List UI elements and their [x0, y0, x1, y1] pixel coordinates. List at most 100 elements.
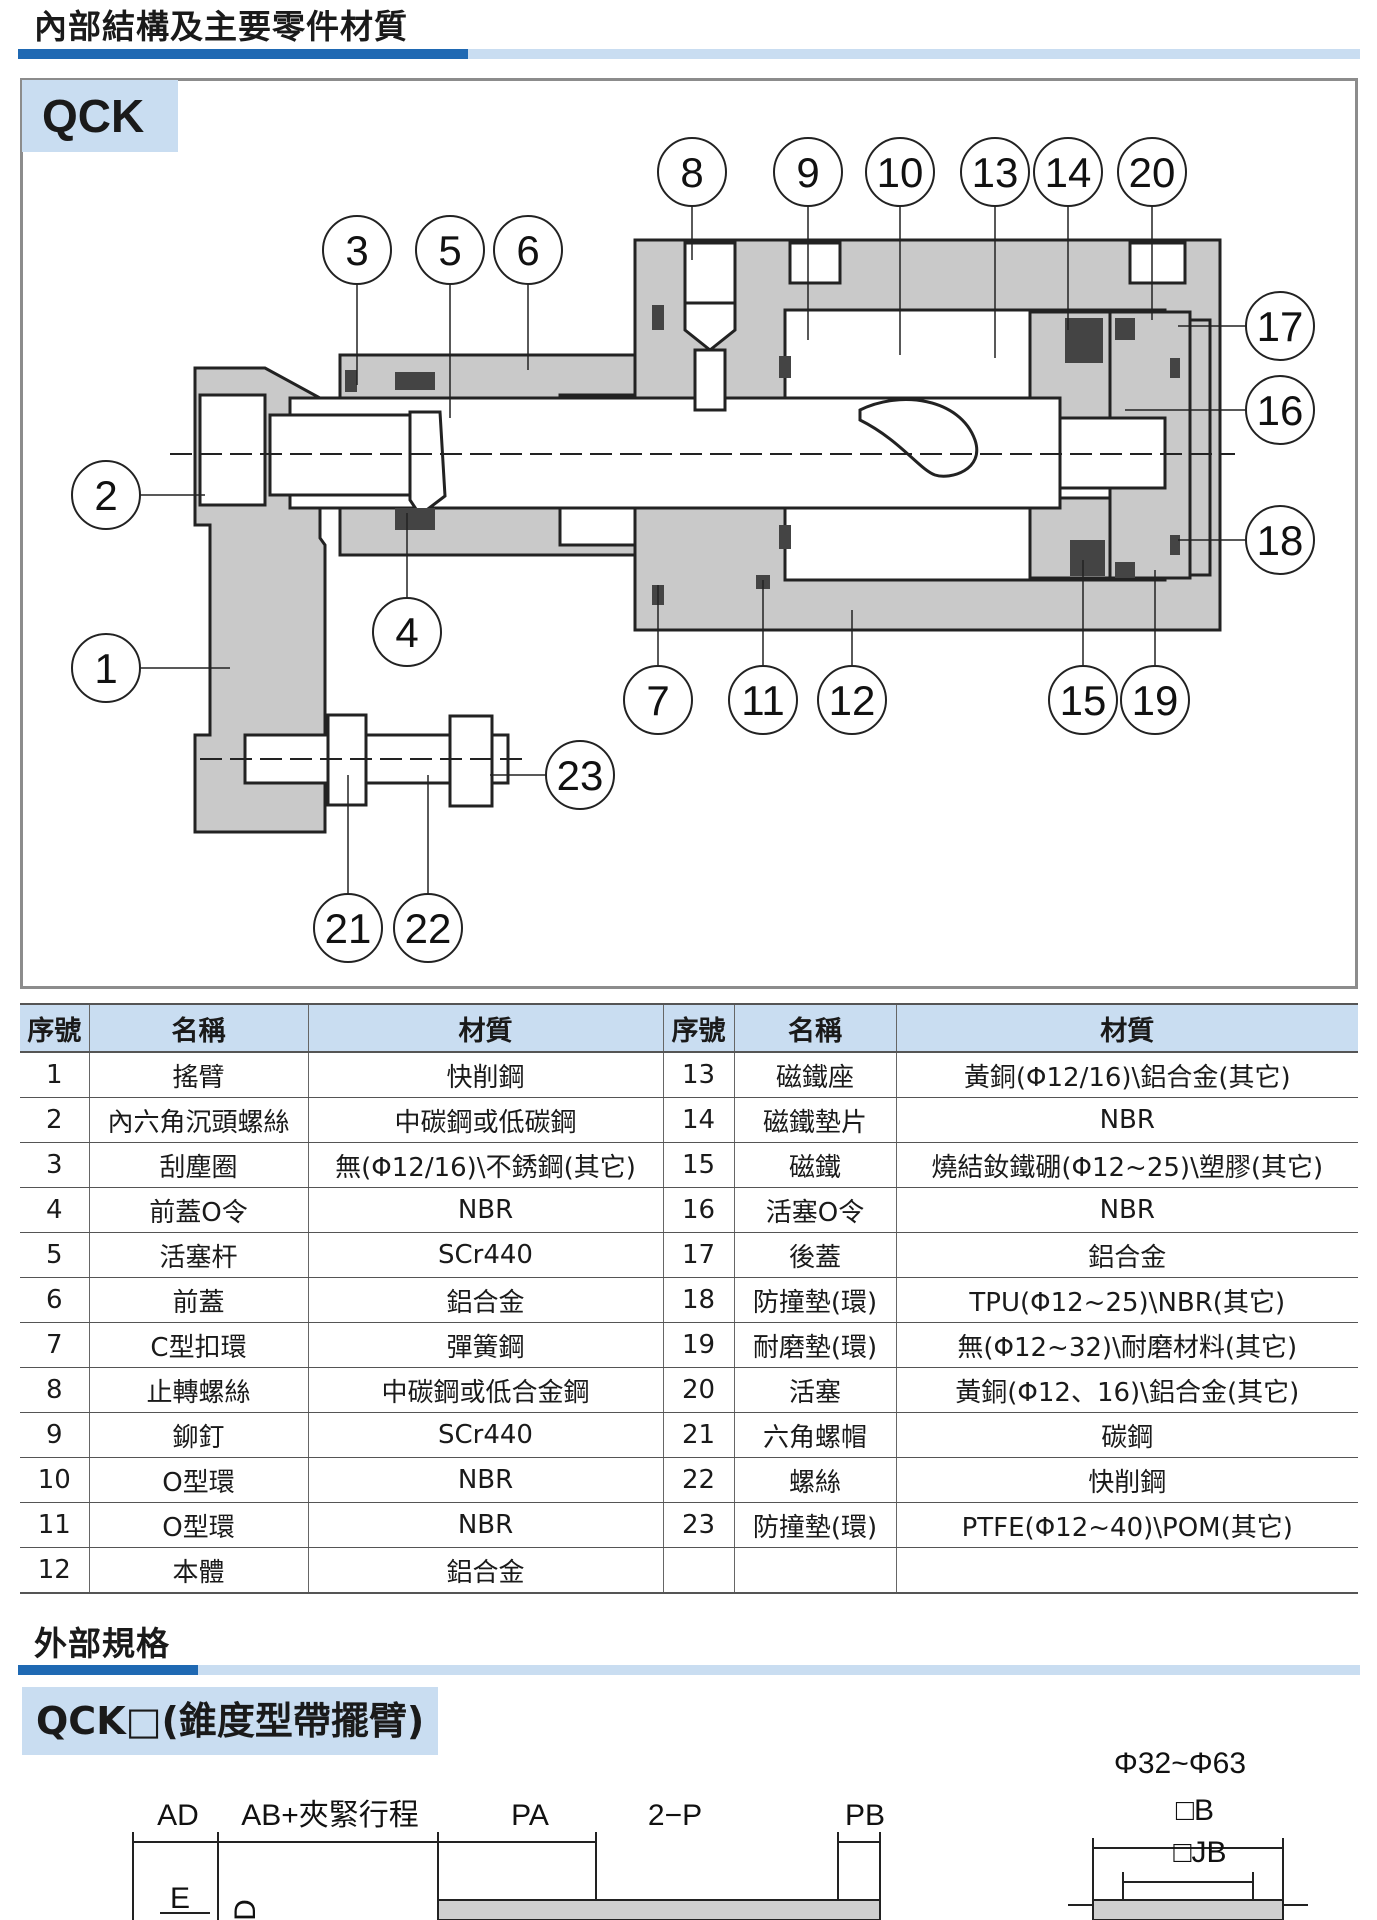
dim-label-pb: PB [845, 1799, 885, 1832]
rivet-2 [1128, 241, 1187, 285]
callout-1: 1 [94, 645, 117, 692]
cell-name-2: 活塞 [733, 1367, 896, 1413]
callout-4: 4 [395, 609, 418, 656]
callout-22: 22 [405, 905, 452, 952]
cell-no-2: 23 [662, 1502, 734, 1548]
cell-name: 搖臂 [88, 1052, 308, 1098]
callout-18: 18 [1257, 517, 1304, 564]
cell-name: 前蓋 [88, 1277, 308, 1323]
cell-material: 無(Φ12/16)\不銹鋼(其它) [307, 1142, 663, 1188]
table-header-row: 序號 名稱 材質 序號 名稱 材質 [20, 1003, 1358, 1053]
cell-name: 本體 [88, 1547, 308, 1594]
callout-10: 10 [877, 149, 924, 196]
dim-label-pa: PA [511, 1799, 549, 1832]
bumper [448, 714, 494, 808]
header-name: 名稱 [88, 1003, 308, 1053]
cell-name: 鉚釘 [88, 1412, 308, 1458]
callout-7: 7 [646, 677, 669, 724]
cell-no: 4 [20, 1187, 89, 1233]
cell-no: 9 [20, 1412, 89, 1458]
header-material: 材質 [307, 1003, 663, 1053]
cell-material: 快削鋼 [307, 1052, 663, 1098]
cell-name-2: 活塞O令 [733, 1187, 896, 1233]
section-title-external: 外部規格 [34, 1624, 170, 1663]
cell-material-2: 快削鋼 [895, 1457, 1358, 1503]
callout-9: 9 [796, 149, 819, 196]
dim-label-ab: AB+夾緊行程 [241, 1799, 419, 1832]
cell-name-2: 後蓋 [733, 1232, 896, 1278]
cell-material-2: 鋁合金 [895, 1232, 1358, 1278]
cell-material: NBR [307, 1187, 663, 1233]
section-divider [18, 49, 1360, 59]
cell-material: 中碳鋼或低碳鋼 [307, 1097, 663, 1143]
cell-material-2: NBR [895, 1187, 1358, 1233]
rod-taper [408, 410, 447, 518]
anti-rotation-screw [683, 241, 737, 305]
cell-material: 彈簧鋼 [307, 1322, 663, 1368]
rod-groove [858, 398, 979, 478]
cell-no-2 [662, 1547, 734, 1594]
range-label: Φ32~Φ63 [1114, 1750, 1246, 1780]
cell-no: 1 [20, 1052, 89, 1098]
cell-name-2 [733, 1547, 896, 1594]
cell-no: 5 [20, 1232, 89, 1278]
dim-label-2p: 2−P [648, 1799, 702, 1832]
callout-19: 19 [1132, 677, 1179, 724]
callout-11: 11 [741, 677, 785, 724]
callout-13: 13 [972, 149, 1019, 196]
callout-21: 21 [325, 905, 372, 952]
section-title-internal: 內部結構及主要零件材質 [34, 7, 408, 46]
cell-material-2: TPU(Φ12~25)\NBR(其它) [895, 1277, 1358, 1323]
cell-name-2: 磁鐵 [733, 1142, 896, 1188]
cell-name: C型扣環 [88, 1322, 308, 1368]
callout-17: 17 [1257, 303, 1304, 350]
callout-16: 16 [1257, 387, 1304, 434]
cell-name: O型環 [88, 1457, 308, 1503]
cell-name: 刮塵圈 [88, 1142, 308, 1188]
dim-label-ad: AD [157, 1799, 199, 1832]
callout-6: 6 [516, 227, 539, 274]
cell-name: O型環 [88, 1502, 308, 1548]
cell-name-2: 六角螺帽 [733, 1412, 896, 1458]
cell-no: 7 [20, 1322, 89, 1368]
rear-end-plate [1188, 318, 1212, 577]
cell-no-2: 15 [662, 1142, 734, 1188]
cell-material: NBR [307, 1502, 663, 1548]
cell-material-2: 無(Φ12~32)\耐磨材料(其它) [895, 1322, 1358, 1368]
dim-label-b: □B [1176, 1794, 1214, 1827]
model-tag: QCK [22, 80, 179, 152]
callout-14: 14 [1045, 149, 1092, 196]
cell-name-2: 螺絲 [733, 1457, 896, 1503]
cell-name: 止轉螺絲 [88, 1367, 308, 1413]
cell-no: 11 [20, 1502, 89, 1548]
cell-no-2: 21 [662, 1412, 734, 1458]
cell-name: 內六角沉頭螺絲 [88, 1097, 308, 1143]
cell-material: 鋁合金 [307, 1547, 663, 1594]
cell-name: 活塞杆 [88, 1232, 308, 1278]
cell-material: 中碳鋼或低合金鋼 [307, 1367, 663, 1413]
header-no-2: 序號 [662, 1003, 734, 1053]
cell-material-2: 黃銅(Φ12/16)\鋁合金(其它) [895, 1052, 1358, 1098]
cell-name-2: 磁鐵墊片 [733, 1097, 896, 1143]
dim-label-jb: □JB [1173, 1836, 1226, 1869]
callout-23: 23 [557, 752, 604, 799]
cell-no: 12 [20, 1547, 89, 1594]
callout-3: 3 [345, 227, 368, 274]
cell-name-2: 防撞墊(環) [733, 1502, 896, 1548]
cell-no-2: 13 [662, 1052, 734, 1098]
dim-label-e: E [170, 1882, 190, 1915]
cell-name-2: 防撞墊(環) [733, 1277, 896, 1323]
cell-material-2: 燒結釹鐵硼(Φ12~25)\塑膠(其它) [895, 1142, 1358, 1188]
cell-material-2 [895, 1547, 1358, 1594]
header-no: 序號 [20, 1003, 89, 1053]
